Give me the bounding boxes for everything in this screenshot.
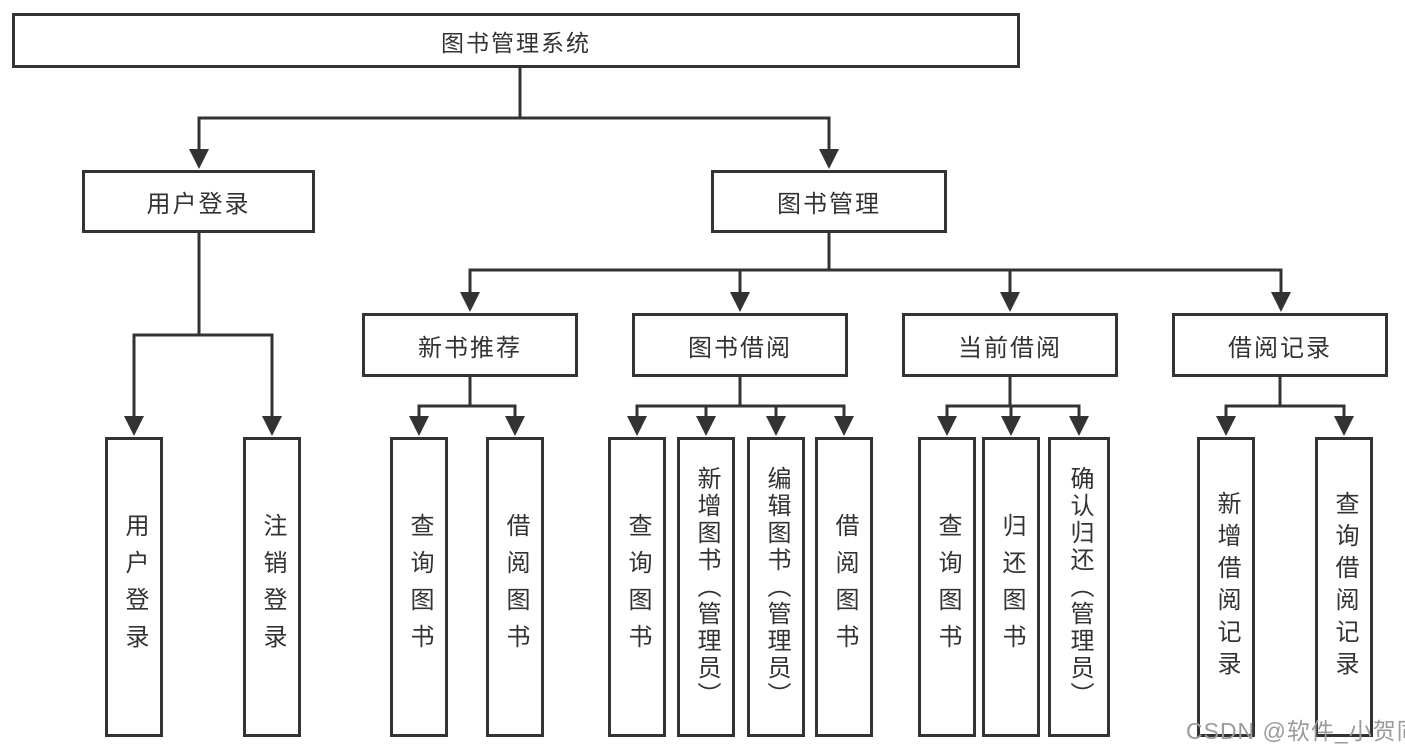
leaf-add-borrow-record: 新增借阅记录 bbox=[1197, 437, 1255, 737]
node-borrow-records: 借阅记录 bbox=[1172, 313, 1388, 377]
connector-path bbox=[132, 66, 1346, 422]
arrow-down-icon bbox=[1216, 416, 1236, 436]
node-user-login: 用户登录 bbox=[82, 170, 315, 233]
leaf-edit-books-admin: 编辑图书（管理员） bbox=[747, 437, 805, 737]
leaf-logout: 注销登录 bbox=[243, 437, 301, 737]
leaf-return-books: 归还图书 bbox=[982, 437, 1040, 737]
node-current-borrow: 当前借阅 bbox=[902, 313, 1118, 377]
arrow-down-icon bbox=[834, 416, 854, 436]
arrowhead-icons bbox=[124, 149, 1354, 436]
arrow-down-icon bbox=[1069, 416, 1089, 436]
leaf-borrow-books: 借阅图书 bbox=[815, 437, 873, 737]
node-book-management: 图书管理 bbox=[711, 170, 947, 233]
leaf-query-books-current: 查询图书 bbox=[918, 437, 976, 737]
arrow-down-icon bbox=[766, 416, 786, 436]
arrow-down-icon bbox=[696, 416, 716, 436]
arrow-down-icon bbox=[124, 416, 144, 436]
leaf-confirm-return-admin: 确认归还（管理员） bbox=[1048, 437, 1110, 737]
arrow-down-icon bbox=[819, 149, 839, 169]
arrow-down-icon bbox=[460, 292, 480, 312]
arrow-down-icon bbox=[627, 416, 647, 436]
leaf-add-books-admin: 新增图书（管理员） bbox=[677, 437, 735, 737]
leaf-borrow-books-recommend: 借阅图书 bbox=[486, 437, 544, 737]
leaf-user-login: 用户登录 bbox=[105, 437, 163, 737]
arrow-down-icon bbox=[505, 416, 525, 436]
leaf-query-books-borrow: 查询图书 bbox=[608, 437, 666, 737]
arrow-down-icon bbox=[262, 416, 282, 436]
watermark: CSDN @软件_小贺同学 bbox=[1186, 718, 1405, 744]
arrow-down-icon bbox=[1271, 292, 1291, 312]
node-book-borrow: 图书借阅 bbox=[632, 313, 848, 377]
node-new-book-recommend: 新书推荐 bbox=[362, 313, 578, 377]
arrow-down-icon bbox=[1334, 416, 1354, 436]
arrow-down-icon bbox=[1001, 416, 1021, 436]
arrow-down-icon bbox=[409, 416, 429, 436]
arrow-down-icon bbox=[730, 292, 750, 312]
arrow-down-icon bbox=[937, 416, 957, 436]
leaf-query-borrow-record: 查询借阅记录 bbox=[1315, 437, 1373, 737]
leaf-query-books-recommend: 查询图书 bbox=[390, 437, 448, 737]
arrow-down-icon bbox=[189, 149, 209, 169]
arrow-down-icon bbox=[1000, 292, 1020, 312]
node-root: 图书管理系统 bbox=[12, 13, 1020, 68]
